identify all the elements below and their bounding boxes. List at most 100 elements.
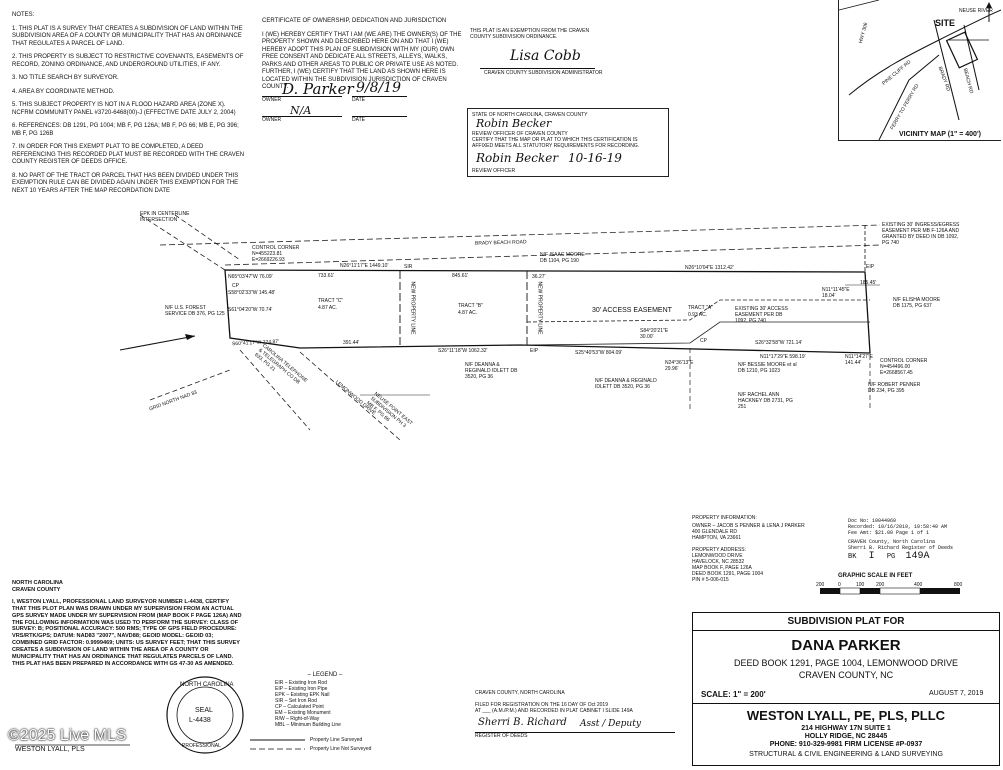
cert-county: CRAVEN COUNTY — [12, 586, 61, 593]
title-name: DANA PARKER — [791, 637, 901, 654]
vicinity-caption: VICINITY MAP (1" = 400') — [899, 131, 981, 138]
firm-address: 214 HIGHWAY 17N SUITE 1 — [801, 725, 891, 732]
tract-a-area: 0.93 AC. — [688, 312, 708, 318]
tie-bearing: S84°20'21"E 30.00' — [640, 328, 669, 340]
firm-city: HOLLY RIDGE, NC 28445 — [804, 733, 888, 740]
neighbor-penner: N/F ROBERT PENNER DB 234, PG 395 — [868, 382, 921, 394]
notes-block: NOTES: 1. THIS PLAT IS A SURVEY THAT CRE… — [12, 12, 247, 201]
distance-s1: 391.44' — [343, 340, 360, 346]
bearing-s2: S26°11'18"W 1062.32' — [438, 348, 488, 354]
epk-label: EPK IN CENTERLINE INTERSECTION — [140, 211, 190, 223]
register-recorded: AT ___ (A.M./P.M.) AND RECORDED IN PLAT … — [475, 708, 633, 714]
scale-tick-1: 200 — [816, 582, 825, 588]
bearing-w2: S58°02'33"W 145.48' — [228, 290, 276, 296]
note-4: 4. AREA BY COORDINATE METHOD. — [12, 88, 115, 95]
property-address-3: MAP BOOK F, PAGE 126A — [692, 565, 752, 571]
review-officer-line: REVIEW OFFICER OF CRAVEN COUNTY — [472, 131, 568, 137]
owner-signature-1: D. Parker — [282, 80, 354, 98]
seal-number: L-4438 — [189, 717, 211, 724]
legend-item-em: EM – Existing Monument — [275, 710, 331, 716]
point-eip-2: EIP — [866, 264, 875, 270]
register-county: CRAVEN COUNTY, NORTH CAROLINA — [475, 690, 565, 696]
scale-title: GRAPHIC SCALE IN FEET — [838, 573, 913, 579]
exemption-text: THIS PLAT IS AN EXEMPTION FROM THE CRAVE… — [470, 28, 590, 40]
note-1: 1. THIS PLAT IS A SURVEY THAT CREATES A … — [12, 25, 243, 47]
note-6: 6. REFERENCES: DB 1291, PG 1004; MB F, P… — [12, 123, 239, 137]
note-3: 3. NO TITLE SEARCH BY SURVEYOR. — [12, 75, 119, 81]
bearing-s3: S25°40'53"W 804.09' — [575, 350, 623, 356]
surveyor-name: WESTON LYALL, PLS — [15, 746, 85, 753]
legend-item-eir: EIR – Existing Iron Rod — [275, 680, 327, 686]
seal-bottom-text: PROFESSIONAL — [182, 743, 221, 749]
property-info-heading: PROPERTY INFORMATION: — [692, 515, 757, 521]
distance-1: 733.61' — [318, 273, 335, 279]
scale-tick-6: 800 — [954, 582, 963, 588]
ownership-heading: CERTIFICATE OF OWNERSHIP, DEDICATION AND… — [262, 18, 447, 24]
scale-tick-2: 0 — [838, 582, 841, 588]
existing-access-label: EXISTING 30' ACCESS EASEMENT PER DB 1092… — [735, 306, 788, 324]
review-officer-label: REVIEW OFFICER — [472, 168, 516, 174]
legend-title: – LEGEND – — [307, 672, 343, 678]
property-address-1: LEMONWOOD DRIVE — [692, 553, 743, 559]
note-5: 5. THIS SUBJECT PROPERTY IS NOT IN A FLO… — [12, 102, 236, 116]
control-corner-west: CONTROL CORNER N=455223.81 E=2669226.93 — [252, 245, 300, 263]
seal-center-text: SEAL — [195, 707, 213, 714]
review-body: CERTIFY THAT THE MAP OR PLAT TO WHICH TH… — [472, 137, 640, 149]
note-7: 7. IN ORDER FOR THIS EXEMPT PLAT TO BE C… — [12, 144, 245, 165]
recorded-date: Recorded: 10/16/2019, 10:58:40 AM — [848, 524, 948, 530]
register-of-deeds-name: Sherri B. Richard Register of Deeds — [848, 545, 954, 551]
register-label: REGISTER OF DEEDS — [475, 733, 528, 739]
firm-phone: PHONE: 910-329-9981 FIRM LICENSE #P-0937 — [769, 741, 923, 748]
owner-date-1: 9/8/19 — [356, 80, 402, 96]
mls-watermark: ©2025 Live MLS — [8, 727, 127, 744]
date-label-1: DATE — [352, 97, 365, 103]
bearing-top-1: N26°11'17"E 1449.10' — [340, 263, 389, 269]
recording-stamp: Doc No: 10044960 Recorded: 10/16/2019, 1… — [848, 518, 998, 562]
distance-e4: 185.45' — [860, 280, 877, 286]
firm-name: WESTON LYALL, PE, PLS, PLLC — [746, 708, 946, 723]
access-easement-label: 30' ACCESS EASEMENT — [592, 307, 672, 314]
property-address-4: DEED BOOK 1291, PAGE 1004 — [692, 571, 764, 577]
seal-top-text: NORTH CAROLINA — [180, 682, 234, 688]
page-value: 149A — [905, 551, 930, 562]
scale-tick-3: 100 — [856, 582, 865, 588]
legend-item-epk: EPK – Existing EPK Nail — [275, 692, 330, 698]
legend-line-not-surveyed: Property Line Not Surveyed — [310, 746, 372, 752]
site-label: SITE — [935, 18, 956, 28]
title-date: AUGUST 7, 2019 — [929, 690, 984, 697]
ownership-body: I (WE) HEREBY CERTIFY THAT I AM (WE ARE)… — [262, 31, 462, 91]
bearing-w3: S61°04'20"W 70.74' — [228, 307, 273, 313]
legend-item-eip: EIP – Existing Iron Pipe — [275, 686, 328, 692]
book-label: BK — [848, 553, 857, 561]
neighbor-bessie: N/F BESSIE MOORE et al DB 1210, PG 1023 — [738, 362, 797, 374]
administrator-signature: Lisa Cobb — [510, 48, 581, 64]
ownership-certificate: CERTIFICATE OF OWNERSHIP, DEDICATION AND… — [262, 18, 462, 92]
property-info: PROPERTY INFORMATION: OWNER – JACOB S PE… — [692, 515, 832, 583]
legend-item-sir: SIR – Set Iron Rod — [275, 698, 317, 704]
tract-c-name: TRACT "C" — [318, 298, 344, 304]
bearing-s4: S26°32'58"W 721.14' — [755, 340, 803, 346]
owner-label-2: OWNER — [262, 117, 282, 123]
scale-tick-5: 400 — [914, 582, 923, 588]
cert-state: NORTH CAROLINA — [12, 580, 63, 586]
point-sir-1: SIR — [404, 264, 413, 270]
title-block: SUBDIVISION PLAT FOR DANA PARKER DEED BO… — [692, 612, 1000, 766]
legend-item-cp: CP – Calculated Point — [275, 704, 324, 710]
title-county-line: CRAVEN COUNTY, NC — [798, 670, 894, 680]
bearing-e1: N11°11'45"E 18.04' — [822, 287, 850, 299]
firm-services: STRUCTURAL & CIVIL ENGINEERING & LAND SU… — [749, 751, 943, 758]
review-signature-1: Robin Becker — [476, 117, 552, 130]
title-scale: SCALE: 1" = 200' — [701, 690, 766, 699]
distance-2: 845.61' — [452, 273, 469, 279]
vicinity-map: SITE NEUSE RIVER PINE CLIFF RD FERRY TO … — [838, 0, 1002, 141]
neighbor-usfs: N/F U.S. FOREST SERVICE DB 376, PG 125 — [165, 305, 225, 317]
administrator-label: CRAVEN COUNTY SUBDIVISION ADMINISTRATOR — [484, 70, 603, 76]
tract-b-name: TRACT "B" — [458, 303, 483, 309]
neighbor-idlett-2: N/F DEANNA & REGINALD IDLETT DB 3520, PG… — [595, 378, 657, 390]
point-cp-1: CP — [232, 283, 239, 289]
recording-county: CRAVEN County, North Carolina — [848, 539, 936, 545]
bearing-e3: N11°17'29"E 598.19' — [760, 354, 806, 360]
property-address-5: PIN # 5-006-015 — [692, 577, 729, 583]
review-state: STATE OF NORTH CAROLINA, CRAVEN COUNTY — [472, 112, 588, 118]
property-address-2: HAVELOCK, NC 28532 — [692, 559, 745, 565]
